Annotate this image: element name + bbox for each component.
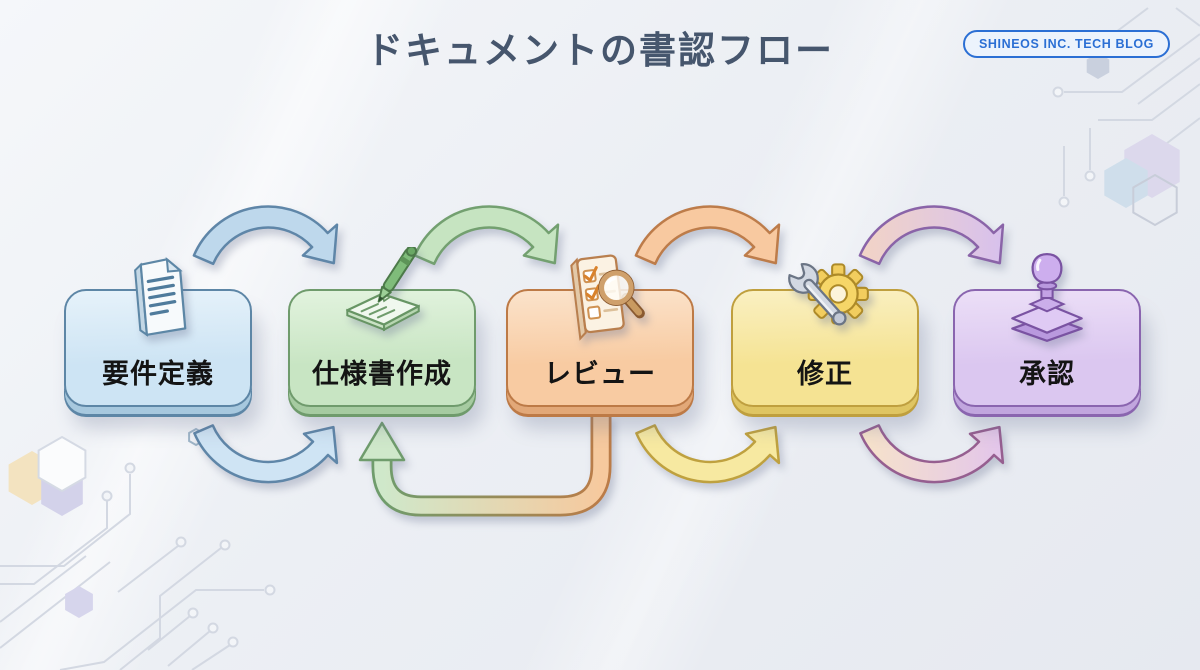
brand-badge: SHINEOS INC. TECH BLOG	[962, 30, 1170, 58]
checklist-magnifier-icon	[570, 254, 645, 341]
pen-paper-icon	[346, 247, 420, 332]
step-box-requirements: 要件定義	[64, 256, 252, 407]
step-label: レビュー	[544, 359, 656, 389]
wrench-gear-icon	[788, 263, 869, 326]
step-box-specification: 仕様書作成	[288, 247, 476, 407]
step-box-fix: 修正	[731, 263, 919, 407]
step-label: 修正	[797, 359, 853, 389]
step-box-approval: 承認	[953, 253, 1141, 407]
document-icon	[134, 256, 187, 337]
step-label: 要件定義	[102, 359, 214, 389]
stamp-icon	[1011, 253, 1083, 342]
step-label: 仕様書作成	[312, 359, 452, 389]
step-label: 承認	[1019, 359, 1075, 389]
step-box-review: レビュー	[506, 254, 694, 407]
